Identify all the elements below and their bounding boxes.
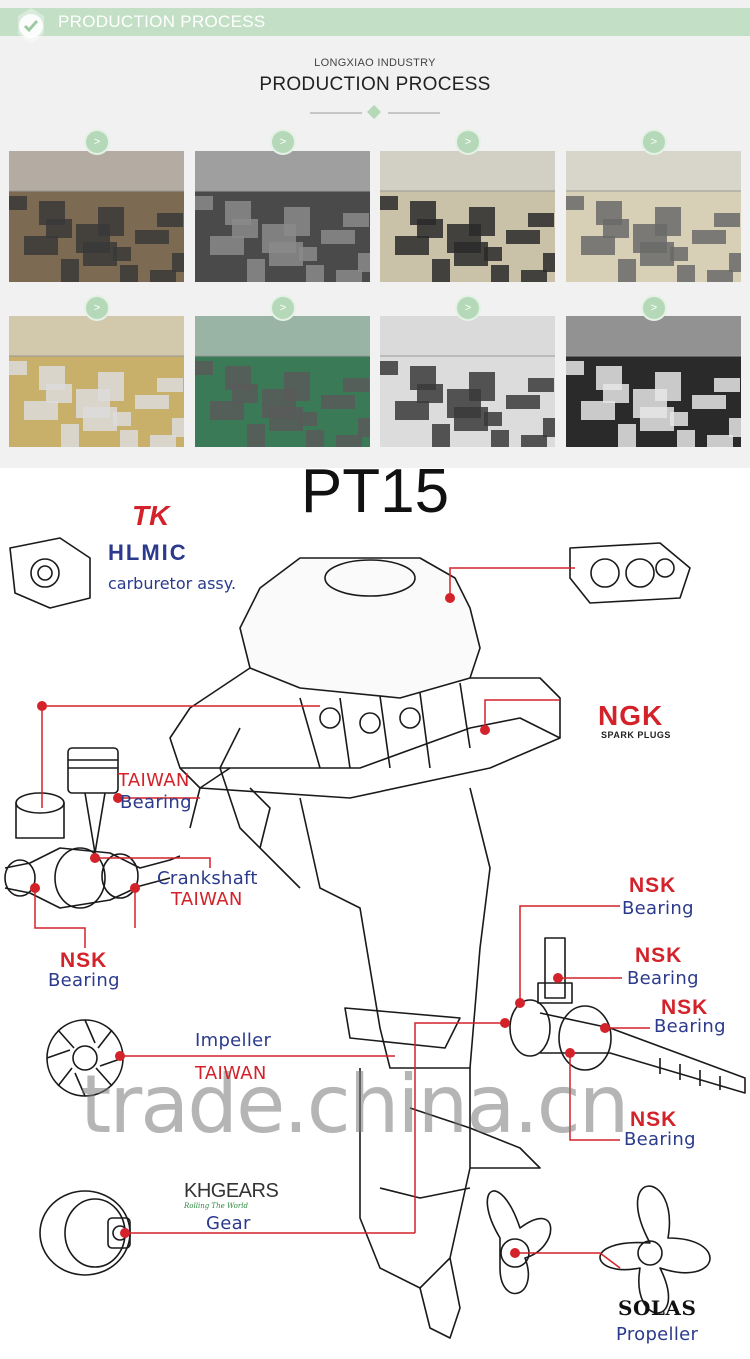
leader-dot <box>115 1051 125 1061</box>
hlmic-logo: HLMIC <box>108 540 188 565</box>
process-photo-injection-machine <box>9 316 184 447</box>
carburetor-label: carburetor assy. <box>108 574 237 593</box>
bearing-label-lower: Bearing <box>624 1129 696 1150</box>
check-badge-icon <box>18 8 44 44</box>
page-title: PRODUCTION PROCESS <box>259 74 491 95</box>
leader-dot <box>90 853 100 863</box>
step-marker-injection-machine: > <box>86 297 108 319</box>
process-photo-assembly-line <box>380 151 555 282</box>
process-photo-machining-center <box>195 316 370 447</box>
nsk-logo-crank: NSK <box>60 949 108 972</box>
leader-dot <box>510 1248 520 1258</box>
step-marker-cmm-machine: > <box>643 297 665 319</box>
outboard-motor-illustration <box>4 537 746 1339</box>
leader-line <box>484 699 560 730</box>
leader-dot <box>445 593 455 603</box>
crankshaft-label: Crankshaft <box>157 868 258 889</box>
production-process-section: PRODUCTION PROCESS LONGXIAO INDUSTRY PRO… <box>0 0 750 468</box>
leader-dot <box>600 1023 610 1033</box>
banner-title: PRODUCTION PROCESS <box>58 12 266 31</box>
leader-line <box>34 888 86 948</box>
leader-line <box>449 567 575 598</box>
parts-diagram: trade.china.cn PT15 <box>0 457 750 1354</box>
leader-dot <box>113 793 123 803</box>
leader-dot <box>130 883 140 893</box>
bearing-label-upper-shaft: Bearing <box>622 898 694 919</box>
process-photo-engine-blocks <box>195 151 370 282</box>
leader-line <box>515 1252 621 1269</box>
process-photo-carburetor-parts <box>9 151 184 282</box>
nsk-logo-lower: NSK <box>630 1108 678 1131</box>
leader-line <box>95 857 211 868</box>
gear-label: Gear <box>206 1213 251 1234</box>
trade-china-watermark: trade.china.cn <box>80 1058 629 1151</box>
bearing-label-shaft: Bearing <box>627 968 699 989</box>
step-marker-engine-blocks: > <box>272 131 294 153</box>
section-banner: PRODUCTION PROCESS <box>0 8 750 44</box>
process-photo-cnc-row <box>380 316 555 447</box>
nsk-logo-upper-shaft: NSK <box>629 874 677 897</box>
bearing-label-propshaft: Bearing <box>654 1016 726 1037</box>
process-photo-cmm-machine <box>566 316 741 447</box>
ngk-logo: NGK <box>598 700 664 731</box>
leader-dot <box>553 973 563 983</box>
ngk-subtitle: SPARK PLUGS <box>601 730 671 740</box>
leader-dot <box>37 701 47 711</box>
impeller-label: Impeller <box>195 1030 272 1051</box>
taiwan-label-bearing: TAIWAN <box>118 770 190 791</box>
leader-dot <box>480 725 490 735</box>
model-title: PT15 <box>300 457 450 526</box>
propeller-label: Propeller <box>616 1324 699 1345</box>
tk-logo: TK <box>132 500 170 531</box>
step-marker-assembly-line: > <box>457 131 479 153</box>
leader-line <box>519 905 620 1003</box>
leader-dot <box>500 1018 510 1028</box>
khgears-logo: KHGEARS <box>184 1180 279 1202</box>
solas-logo: SOLAS <box>618 1296 697 1320</box>
bearing-label-crank: Bearing <box>48 970 120 991</box>
taiwan-label-crankshaft: TAIWAN <box>171 889 243 910</box>
company-name: LONGXIAO INDUSTRY <box>314 57 436 69</box>
leader-line <box>414 1022 505 1233</box>
khgears-tagline: Rolling The World <box>184 1202 248 1210</box>
leader-dot <box>30 883 40 893</box>
leader-line <box>41 705 320 808</box>
title-divider <box>310 104 440 120</box>
bearing-label-piston: Bearing <box>120 792 192 813</box>
nsk-logo-propshaft: NSK <box>661 996 709 1019</box>
leader-line <box>569 1053 620 1141</box>
step-marker-cnc-row: > <box>457 297 479 319</box>
step-marker-carburetor-parts: > <box>86 131 108 153</box>
leader-dot <box>120 1228 130 1238</box>
step-marker-cowling-stock: > <box>643 131 665 153</box>
step-marker-machining-center: > <box>272 297 294 319</box>
leader-dot <box>565 1048 575 1058</box>
leader-dot <box>515 998 525 1008</box>
nsk-logo-shaft: NSK <box>635 944 683 967</box>
taiwan-label-impeller: TAIWAN <box>195 1063 267 1084</box>
process-photo-cowling-stock <box>566 151 741 282</box>
